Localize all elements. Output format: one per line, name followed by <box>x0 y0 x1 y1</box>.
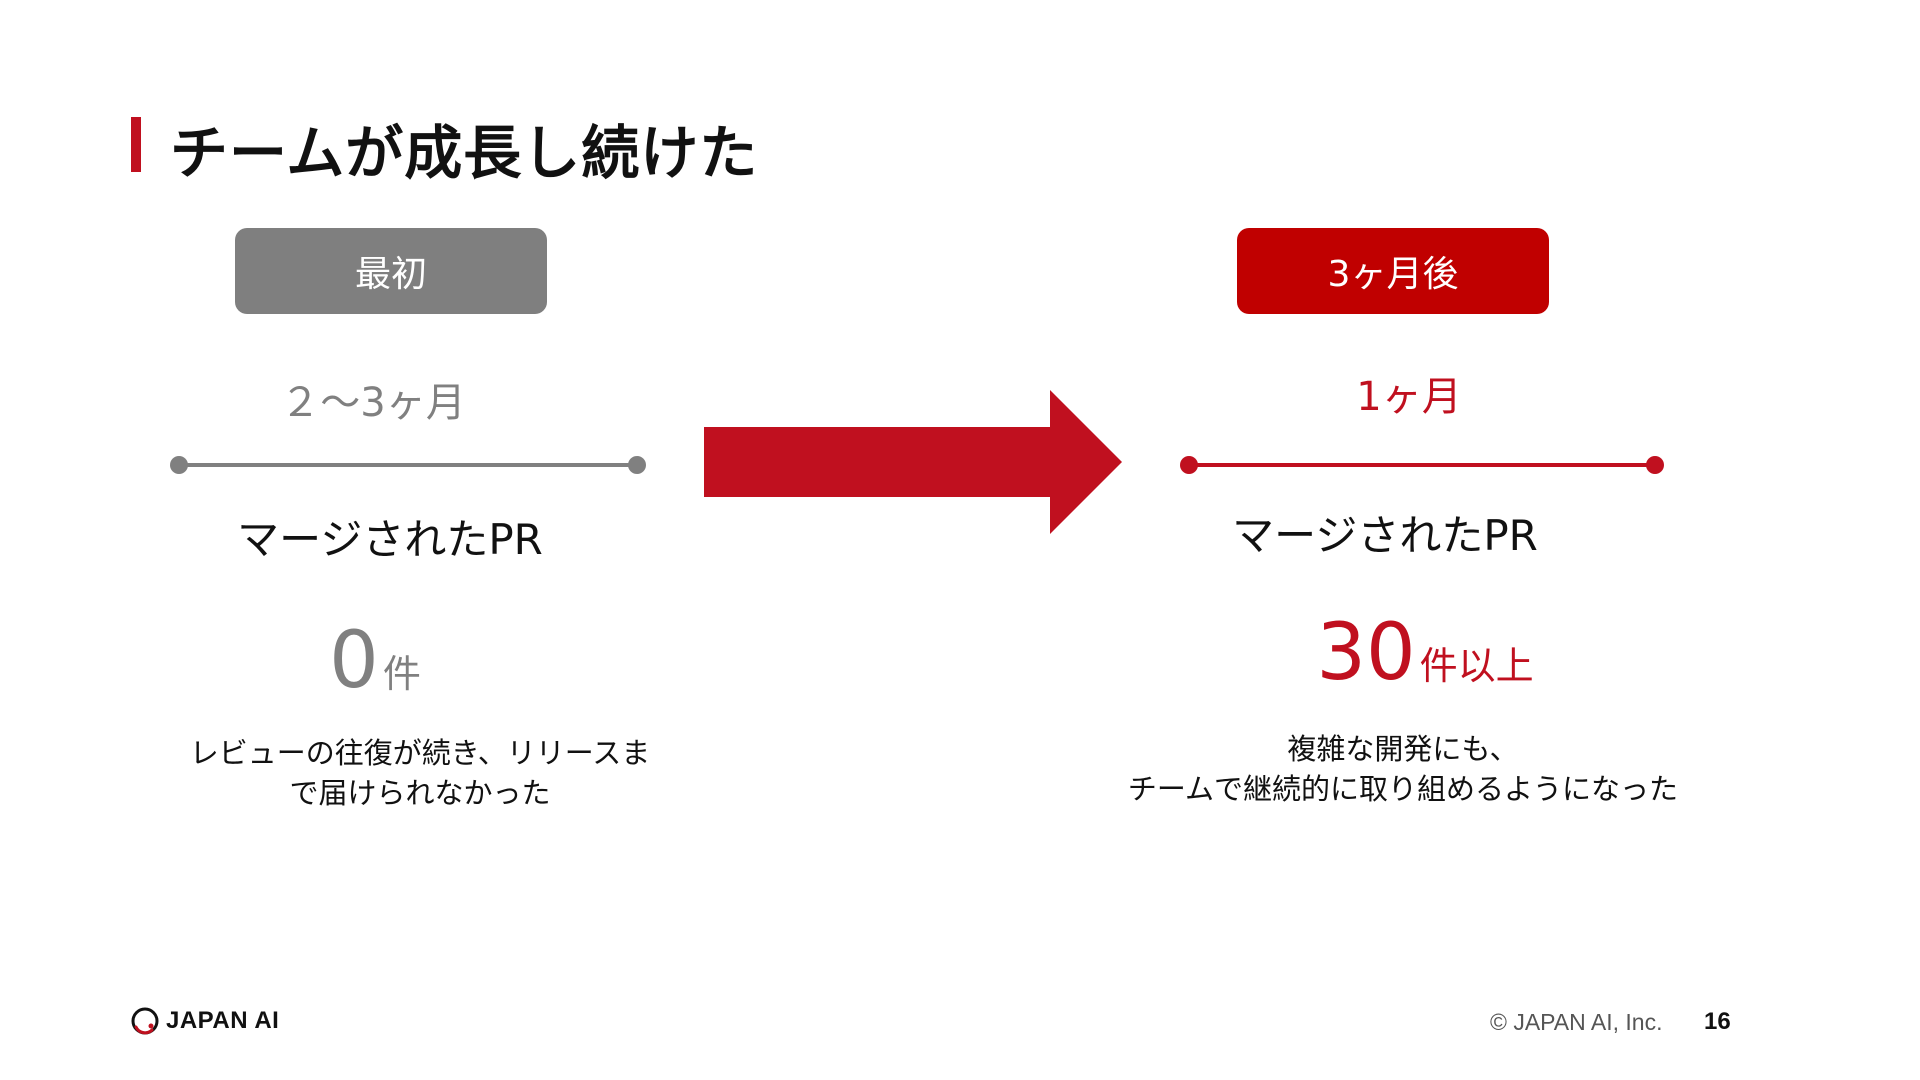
badge-before: 最初 <box>235 228 547 314</box>
description-after: 複雑な開発にも、 チームで継続的に取り組めるようになった <box>1103 729 1703 809</box>
right-arrow-icon <box>704 390 1122 534</box>
badge-after: 3ヶ月後 <box>1237 228 1549 314</box>
timeline-line <box>178 463 638 467</box>
period-after: 1ヶ月 <box>1356 374 1462 420</box>
period-before: ２〜3ヶ月 <box>280 380 466 426</box>
page-title: チームが成長し続けた <box>170 119 759 187</box>
count-unit-before: 件 <box>382 652 421 696</box>
company-logo: JAPAN AI <box>130 1004 279 1038</box>
count-unit-after: 件以上 <box>1419 644 1534 688</box>
description-after-line1: 複雑な開発にも、 <box>1287 732 1519 766</box>
count-number-before: 0 <box>329 616 379 706</box>
timeline-before <box>170 455 646 475</box>
timeline-end-dot <box>1646 456 1664 474</box>
description-before-line1: レビューの往復が続き、リリースま <box>189 736 651 770</box>
timeline-line <box>1188 463 1656 467</box>
metric-label-after: マージされたPR <box>1232 511 1538 560</box>
description-before-line2: で届けられなかった <box>289 776 551 810</box>
title-accent-bar <box>131 117 141 172</box>
logo-text: JAPAN AI <box>166 1007 280 1034</box>
timeline-start-dot <box>1180 456 1198 474</box>
copyright: © JAPAN AI, Inc. <box>1490 1009 1663 1035</box>
description-after-line2: チームで継続的に取り組めるようになった <box>1127 772 1679 806</box>
japan-ai-logo-icon <box>131 1007 159 1035</box>
metric-label-before: マージされたPR <box>237 515 543 564</box>
timeline-after <box>1180 455 1664 475</box>
page-number: 16 <box>1704 1008 1731 1035</box>
timeline-start-dot <box>170 456 188 474</box>
description-before: レビューの往復が続き、リリースま で届けられなかった <box>120 733 720 813</box>
count-before: 0 件 <box>125 622 625 700</box>
count-number-after: 30 <box>1316 608 1416 698</box>
timeline-end-dot <box>628 456 646 474</box>
count-after: 30 件以上 <box>1175 614 1675 692</box>
